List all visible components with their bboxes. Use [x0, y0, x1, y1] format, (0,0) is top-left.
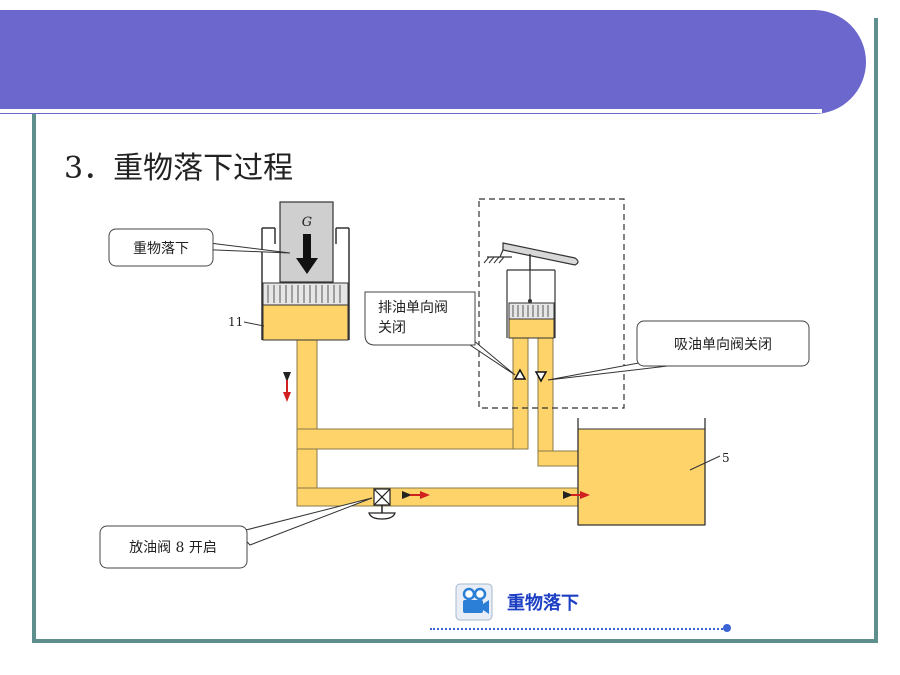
- flow-arrow-right-icon: [563, 491, 590, 499]
- svg-text:吸油单向阀关闭: 吸油单向阀关闭: [674, 337, 772, 353]
- callout-release-valve: 放油阀 8 开启: [99, 497, 373, 569]
- animation-link-label[interactable]: 重物落下: [507, 593, 579, 614]
- release-valve[interactable]: [368, 488, 396, 520]
- flow-arrow-right-icon: [402, 491, 430, 499]
- svg-text:排油单向阀: 排油单向阀: [378, 300, 448, 316]
- svg-text:放油阀 8 开启: 放油阀 8 开启: [129, 540, 217, 556]
- svg-text:重物落下: 重物落下: [133, 241, 189, 257]
- big-cylinder: G: [261, 201, 350, 341]
- hand-pump: [478, 198, 625, 409]
- suction-check-valve-icon: [534, 371, 548, 383]
- link-underline-dot: [723, 624, 731, 632]
- big-cylinder-label: 11: [228, 315, 265, 329]
- slide-title: 3．重物落下过程: [64, 151, 294, 186]
- weight-symbol: G: [302, 215, 312, 230]
- svg-text:关闭: 关闭: [378, 320, 406, 336]
- flow-arrows: [283, 372, 590, 499]
- callout-discharge-valve: 排油单向阀 关闭: [364, 291, 516, 376]
- flow-arrow-down-icon: [283, 372, 291, 402]
- discharge-check-valve-icon: [513, 368, 527, 380]
- callout-weight: 重物落下: [108, 228, 291, 267]
- video-camera-icon[interactable]: [455, 583, 493, 621]
- link-underline: [430, 628, 727, 630]
- pump-handle[interactable]: [502, 242, 579, 266]
- slide-frame: [32, 18, 878, 643]
- animation-link[interactable]: 重物落下: [455, 582, 579, 622]
- down-arrow-icon: [303, 234, 311, 260]
- tank-label: 5: [722, 451, 730, 465]
- title-banner: [0, 10, 866, 114]
- oil-tank: 5: [577, 418, 730, 526]
- oil-pipes: [296, 337, 579, 507]
- callout-suction-valve: 吸油单向阀关闭: [547, 320, 810, 381]
- svg-text:11: 11: [228, 315, 243, 329]
- banner-divider: [0, 109, 822, 113]
